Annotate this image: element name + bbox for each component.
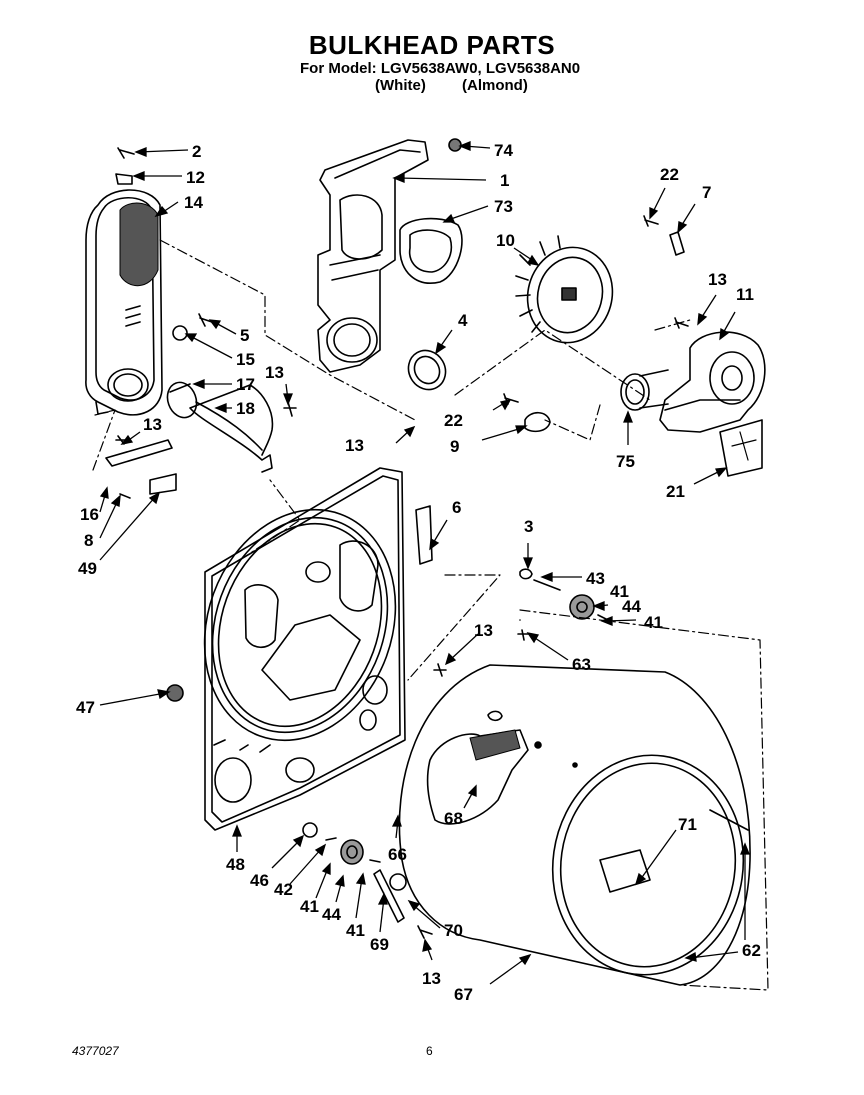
rear-duct-panel-part-1 [317,139,429,373]
document-part-number: 4377027 [72,1044,119,1058]
callout-13-f: 13 [422,969,441,988]
callout-46: 46 [250,871,269,890]
callout-13-e: 13 [474,621,493,640]
callout-66: 66 [388,845,407,864]
callout-68: 68 [444,809,463,828]
bulkhead-plate [166,467,433,831]
page-title: BULKHEAD PARTS [308,30,556,60]
callout-63: 63 [572,655,591,674]
callout-5: 5 [240,326,249,345]
callout-13-b: 13 [143,415,162,434]
plate-part-21 [719,419,763,477]
callout-71: 71 [678,815,697,834]
callout-41-d: 41 [346,921,365,940]
callout-3: 3 [524,517,533,536]
callout-44-b: 44 [322,905,341,924]
callout-21: 21 [666,482,685,501]
callout-47: 47 [76,698,95,717]
callout-42: 42 [274,880,293,899]
callout-44-a: 44 [622,597,641,616]
callout-41-c: 41 [300,897,319,916]
callout-leaders [99,141,750,985]
callout-16: 16 [80,505,99,524]
lint-duct-part-17-18 [166,381,274,473]
callout-14: 14 [184,193,203,212]
callout-48: 48 [226,855,245,874]
callout-12: 12 [186,168,205,187]
callout-15: 15 [236,350,255,369]
assembly-lines [92,239,769,991]
callout-67: 67 [454,985,473,1004]
callout-11: 11 [736,285,754,304]
seal-ring-part-75 [620,373,650,411]
hardware-left [105,147,297,499]
callout-2: 2 [192,142,201,161]
callout-10: 10 [496,231,515,250]
callout-13-d: 13 [708,270,727,289]
callout-18: 18 [236,399,255,418]
callout-75: 75 [616,452,635,471]
duct-seal-part-73 [399,138,463,284]
callout-74: 74 [494,141,513,160]
callout-73: 73 [494,197,513,216]
seal-ring-part-4 [407,349,447,391]
model-subtitle: For Model: LGV5638AW0, LGV5638AN0 [300,60,581,77]
callout-13-c: 13 [345,436,364,455]
callout-22-b: 22 [660,165,679,184]
blower-wheel-part-10 [515,235,614,344]
hardware-bottom [302,568,609,939]
callout-4: 4 [458,311,468,330]
callout-8: 8 [84,531,93,550]
callout-69: 69 [370,935,389,954]
callout-70: 70 [444,921,463,940]
blower-housing-part-11 [659,331,766,433]
callout-22-a: 22 [444,411,463,430]
callout-1: 1 [500,171,509,190]
callout-9: 9 [450,437,459,456]
callout-62: 62 [742,941,761,960]
callout-41-b: 41 [644,613,663,632]
callout-49: 49 [78,559,97,578]
lint-housing-part-14 [85,189,163,416]
variant-almond-label: (Almond) [462,77,528,94]
variant-white-label: (White) [375,77,426,94]
callout-13-a: 13 [265,363,284,382]
callout-6: 6 [452,498,461,517]
callout-17: 17 [236,375,255,394]
callout-7: 7 [702,183,711,202]
page-number: 6 [426,1044,433,1058]
callout-43: 43 [586,569,605,588]
callout-41-a: 41 [610,582,629,601]
